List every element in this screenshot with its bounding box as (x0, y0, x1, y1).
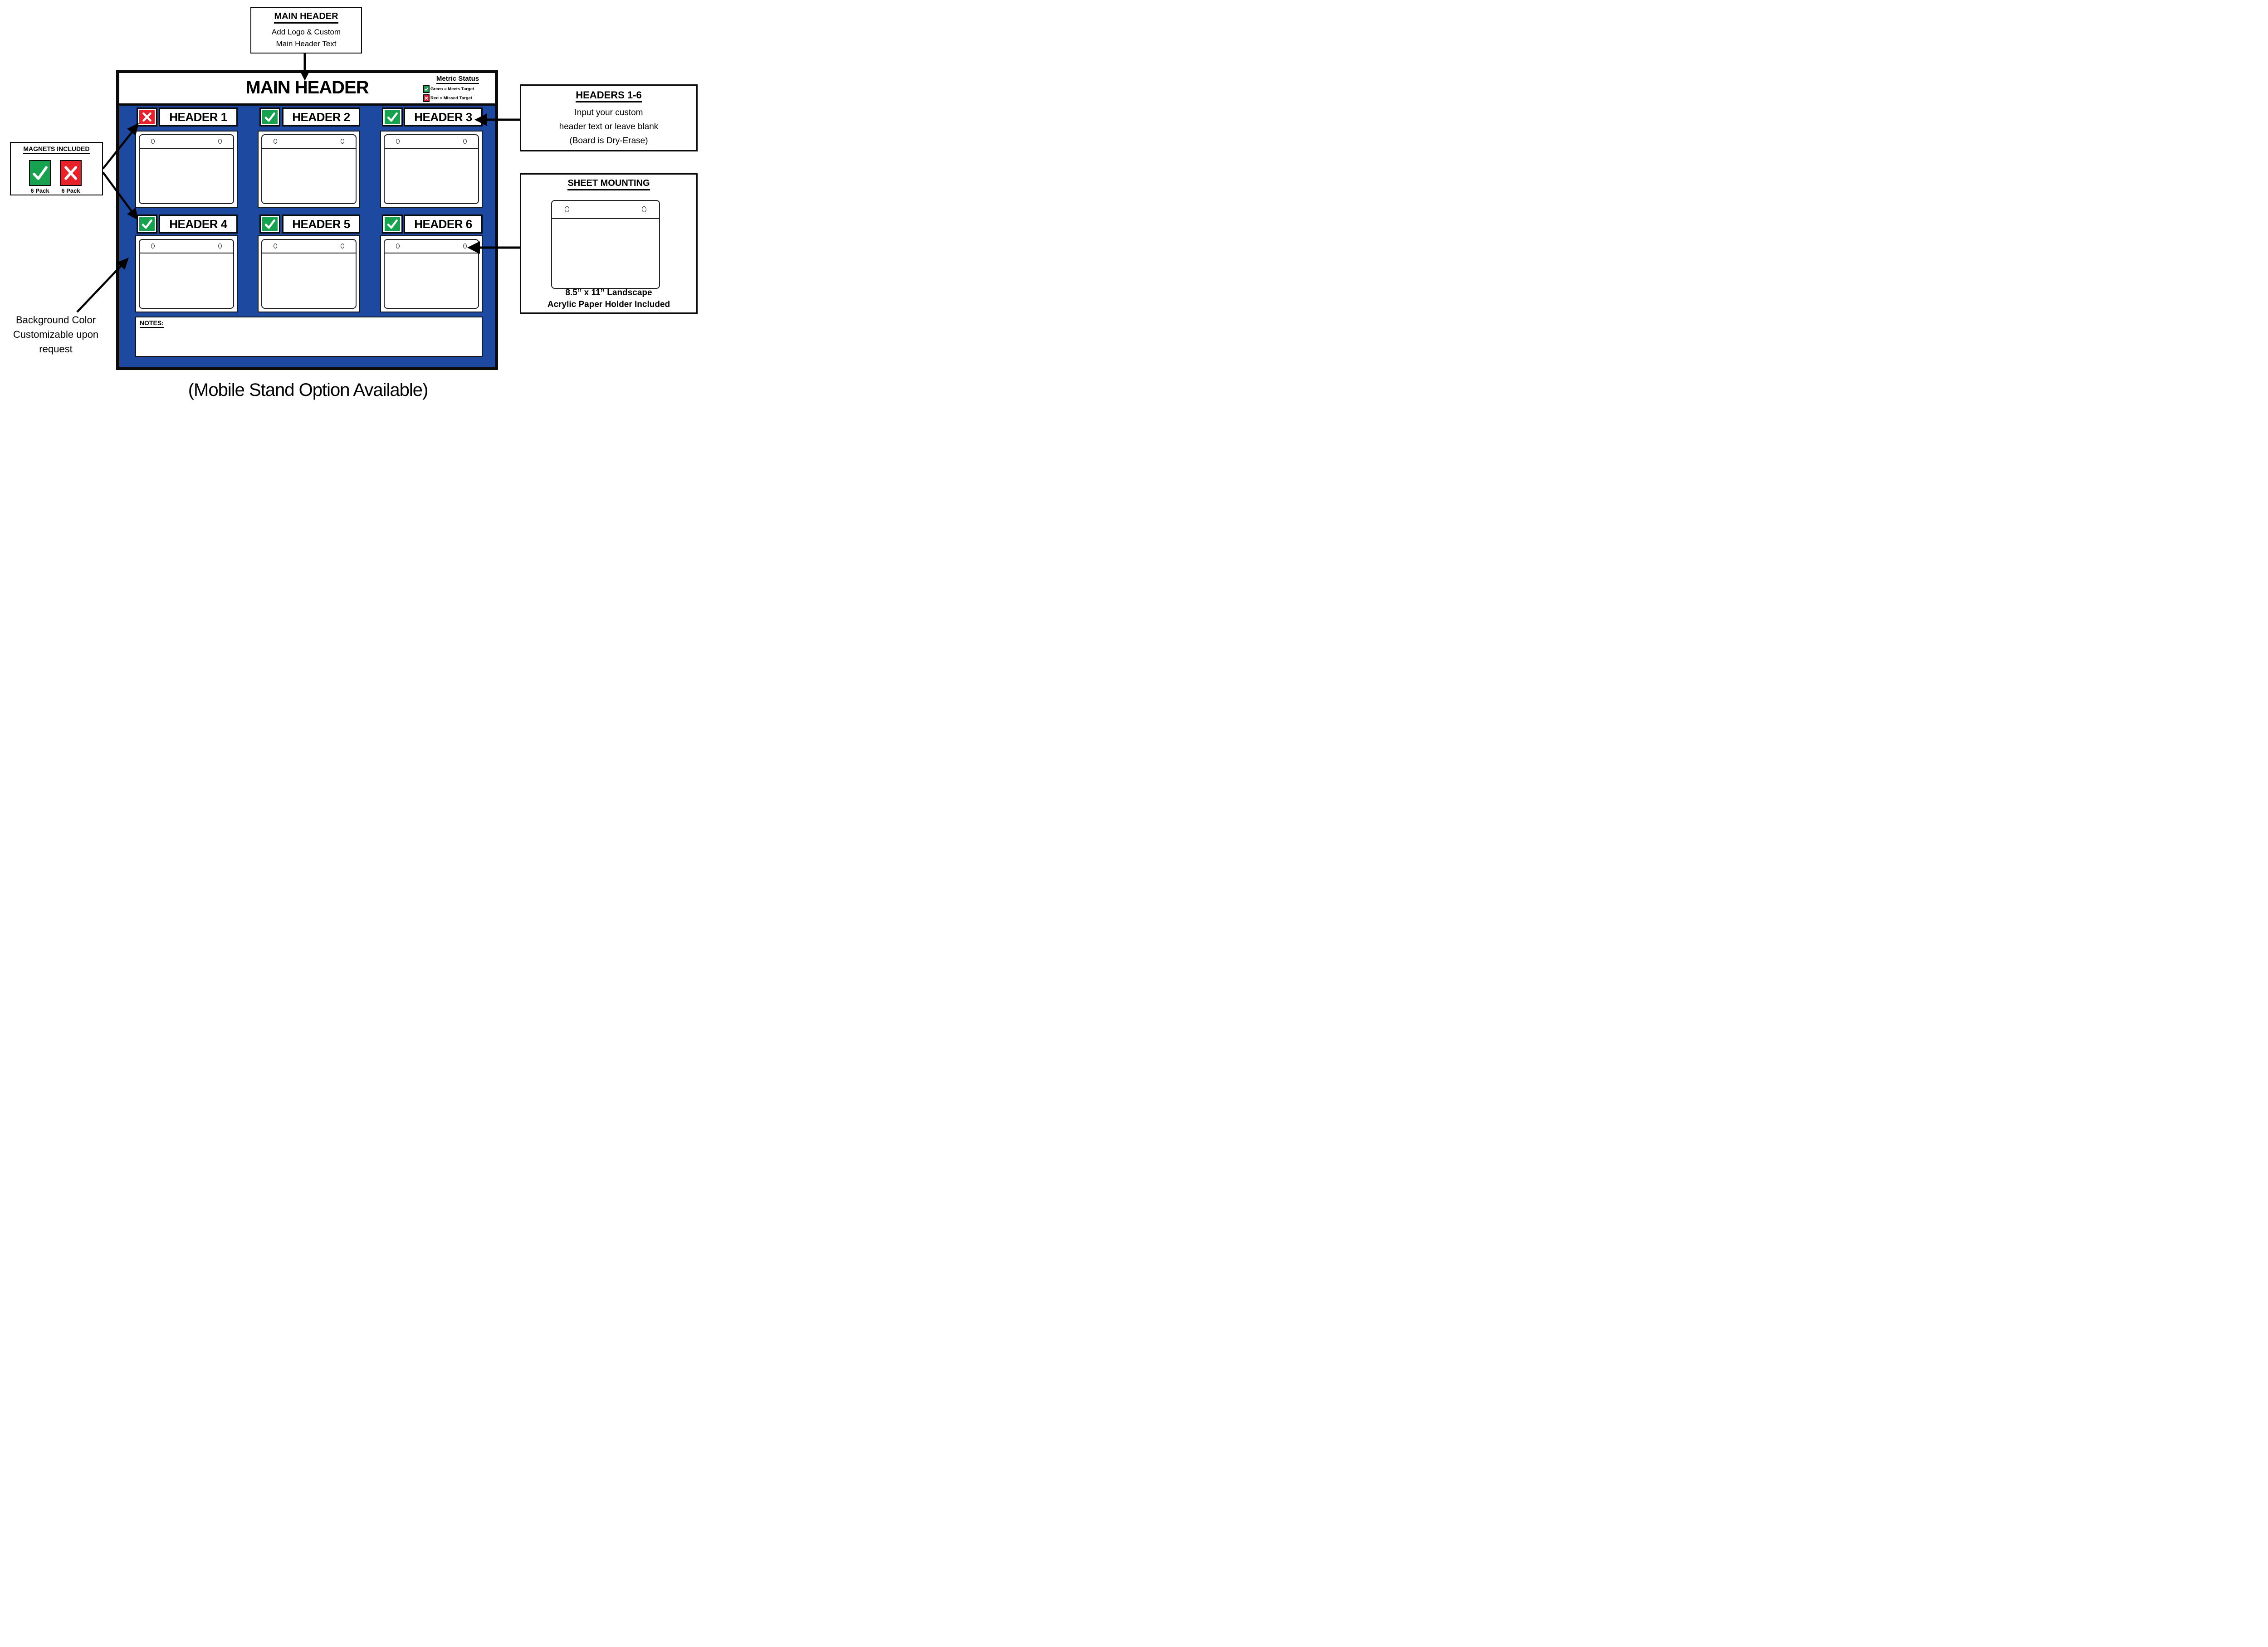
header-label-5: HEADER 5 (282, 214, 360, 234)
main-header-callout-body: Add Logo & Custom Main Header Text (271, 27, 341, 48)
mounting-strip (552, 201, 659, 219)
status-chip-3 (382, 107, 403, 127)
magnets-callout-title: MAGNETS INCLUDED (11, 145, 102, 154)
headers-1-6-callout: HEADERS 1-6 Input your custom header tex… (520, 84, 698, 151)
sheet-callout-title: SHEET MOUNTING (521, 178, 696, 190)
check-icon (385, 110, 400, 124)
check-icon (29, 160, 51, 186)
metric-status-legend: Metric Status Green = Meets Target Red =… (423, 75, 492, 102)
check-icon (423, 85, 430, 93)
metric-green-label: Green = Meets Target (430, 87, 474, 92)
x-icon (139, 110, 155, 124)
sheet-mounting-callout: SHEET MOUNTING 8.5” x 11” Landscape Acry… (520, 173, 698, 314)
metric-status-red-row: Red = Missed Target (423, 94, 492, 102)
mount-hole-left (396, 139, 400, 144)
red-magnet: 6 Pack (60, 160, 82, 196)
mounting-strip (262, 135, 356, 149)
status-chip-5 (259, 214, 280, 234)
mounting-strip (262, 240, 356, 253)
board-main-header-title: MAIN HEADER (245, 78, 369, 97)
red-pack-label: 6 Pack (60, 187, 82, 196)
mount-hole-right (641, 206, 646, 212)
sheet-holder-5 (258, 235, 360, 312)
status-chip-1 (137, 107, 157, 127)
mounting-strip (385, 135, 478, 149)
check-icon (262, 110, 278, 124)
mount-hole-left (273, 244, 277, 249)
acrylic-panel (139, 239, 234, 309)
board-header-strip: MAIN HEADER Metric Status Green = Meets … (119, 73, 495, 106)
headers-callout-title: HEADERS 1-6 (521, 89, 696, 102)
x-icon (423, 94, 430, 102)
acrylic-panel-illustration (551, 200, 660, 289)
acrylic-panel (384, 134, 479, 204)
mount-hole-right (463, 139, 467, 144)
sheet-holder-2 (258, 131, 360, 208)
mounting-strip (385, 240, 478, 253)
arrow-line-background (76, 264, 122, 313)
status-chip-4 (137, 214, 157, 234)
main-header-callout-title: MAIN HEADER (251, 11, 361, 24)
notes-box: NOTES: (135, 317, 483, 357)
diagram-stage: MAIN HEADER Metric Status Green = Meets … (0, 0, 701, 423)
sheet-callout-body: 8.5” x 11” Landscape Acrylic Paper Holde… (547, 288, 670, 309)
metric-status-green-row: Green = Meets Target (423, 85, 492, 93)
metric-status-title: Metric Status (423, 75, 492, 84)
green-pack-label: 6 Pack (29, 187, 51, 196)
check-icon (139, 217, 155, 231)
green-magnet: 6 Pack (29, 160, 51, 196)
header-label-1: HEADER 1 (159, 107, 238, 127)
mount-hole-right (218, 244, 222, 249)
acrylic-panel (139, 134, 234, 204)
background-color-note: Background Color Customizable upon reque… (13, 314, 99, 355)
magnets-callout: MAGNETS INCLUDED 6 Pack 6 Pack (10, 142, 103, 196)
sheet-holder-1 (135, 131, 238, 208)
mounting-strip (140, 240, 233, 253)
notes-label: NOTES: (140, 319, 164, 328)
sheet-holder-3 (380, 131, 483, 208)
status-chip-6 (382, 214, 403, 234)
mount-hole-left (396, 244, 400, 249)
headers-callout-body: Input your custom header text or leave b… (559, 107, 659, 146)
metric-board: MAIN HEADER Metric Status Green = Meets … (116, 70, 498, 370)
mount-hole-left (151, 139, 155, 144)
metric-red-label: Red = Missed Target (430, 96, 472, 101)
mount-hole-right (341, 139, 345, 144)
mount-hole-right (463, 244, 467, 249)
acrylic-panel (261, 239, 357, 309)
check-icon (385, 217, 400, 231)
sheet-holder-6 (380, 235, 483, 312)
main-header-callout: MAIN HEADER Add Logo & Custom Main Heade… (250, 7, 362, 54)
status-chip-2 (259, 107, 280, 127)
acrylic-panel (261, 134, 357, 204)
mounting-strip (140, 135, 233, 149)
mount-hole-left (151, 244, 155, 249)
check-icon (262, 217, 278, 231)
x-icon (60, 160, 82, 186)
header-label-2: HEADER 2 (282, 107, 360, 127)
mount-hole-left (273, 139, 277, 144)
sheet-holder-4 (135, 235, 238, 312)
acrylic-panel (384, 239, 479, 309)
mount-hole-left (565, 206, 570, 212)
header-label-3: HEADER 3 (404, 107, 483, 127)
mount-hole-right (218, 139, 222, 144)
mobile-stand-caption: (Mobile Stand Option Available) (188, 380, 429, 400)
header-label-4: HEADER 4 (159, 214, 238, 234)
header-label-6: HEADER 6 (404, 214, 483, 234)
mount-hole-right (341, 244, 345, 249)
